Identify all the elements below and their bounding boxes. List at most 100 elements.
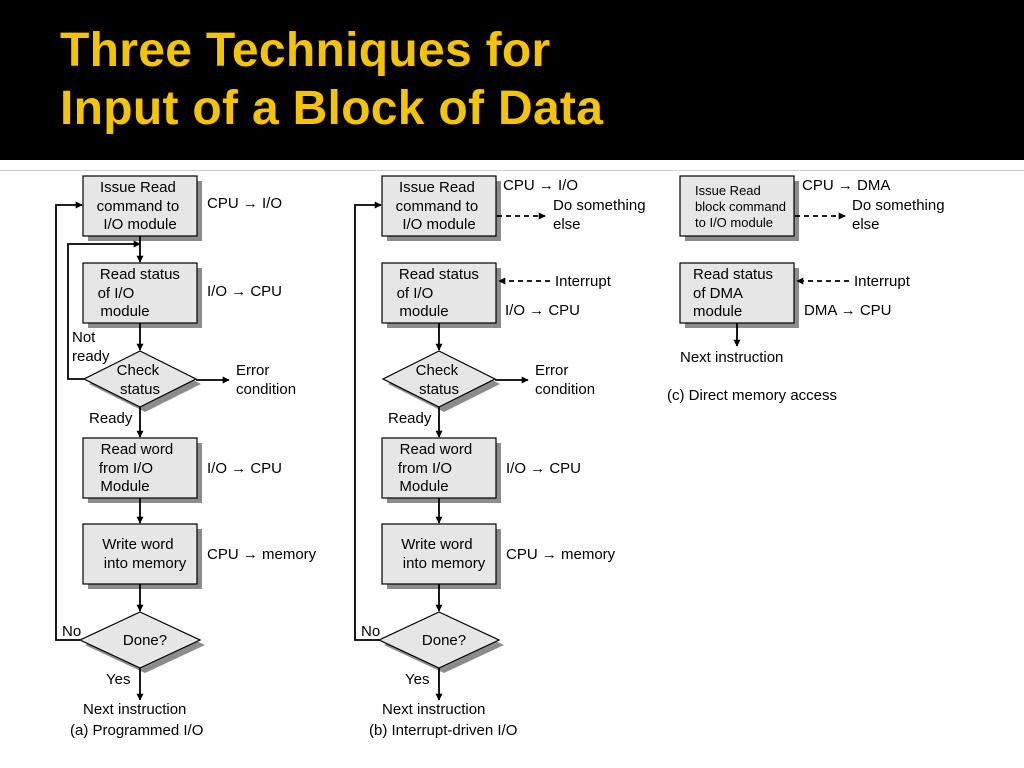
read-status-line: of DMA bbox=[693, 285, 743, 302]
write-word-box bbox=[82, 523, 198, 585]
check-status-diamond bbox=[381, 350, 497, 408]
read-word-text: Read word from I/O Module bbox=[99, 441, 178, 495]
cpu-to-dma-label: CPU → DMA bbox=[802, 177, 890, 194]
caption-direct-memory-access: (c) Direct memory access bbox=[667, 387, 837, 404]
issue-read-line: I/O module bbox=[103, 216, 176, 233]
read-word-line: Read word bbox=[400, 441, 473, 458]
not-ready-loop-arrow bbox=[67, 240, 141, 380]
write-word-line: into memory bbox=[104, 555, 187, 572]
cpu-to-io-label: CPU → I/O bbox=[207, 195, 282, 212]
read-status-line: Read status bbox=[693, 266, 773, 283]
cpu-to-memory-label: CPU → memory bbox=[506, 546, 616, 563]
no-label: No bbox=[62, 623, 81, 640]
do-else-line: Do something bbox=[553, 197, 646, 214]
done-text: Done? bbox=[422, 632, 466, 649]
interrupt-label: Interrupt bbox=[854, 273, 911, 290]
ready-label: Ready bbox=[89, 410, 133, 427]
check-status-text: Check status bbox=[416, 362, 463, 398]
flowchart-direct-memory-access: Issue Read block command to I/O module C… bbox=[667, 175, 949, 404]
slide-header: Three Techniques for Input of a Block of… bbox=[0, 0, 1024, 160]
read-status-line: module bbox=[100, 303, 149, 320]
caption-programmed-io: (a) Programmed I/O bbox=[70, 722, 203, 739]
read-status-dma-text: Read status of DMA module bbox=[693, 266, 777, 320]
read-word-line: Read word bbox=[101, 441, 174, 458]
issue-read-text: Issue Read command to I/O module bbox=[97, 179, 184, 233]
do-else-line: Do something bbox=[852, 197, 945, 214]
no-loop-arrow bbox=[354, 201, 382, 641]
read-status-box bbox=[82, 262, 198, 324]
write-word-line: into memory bbox=[403, 555, 486, 572]
issue-read-box bbox=[381, 175, 497, 237]
next-instruction-label: Next instruction bbox=[83, 701, 186, 718]
not-ready-label: Not ready bbox=[72, 329, 110, 365]
check-status-line: status bbox=[120, 381, 160, 398]
do-something-else-label: Do something else bbox=[852, 197, 949, 233]
error-condition-label: Error condition bbox=[236, 362, 296, 398]
flowchart-interrupt-driven-io: Issue Read command to I/O module CPU → I… bbox=[354, 175, 650, 739]
io-to-cpu-label: I/O → CPU bbox=[207, 283, 282, 300]
issue-read-line: Issue Read bbox=[100, 179, 176, 196]
check-status-line: Check bbox=[416, 362, 459, 379]
do-else-line: else bbox=[852, 216, 880, 233]
read-status-box bbox=[381, 262, 497, 324]
io-to-cpu-label: I/O → CPU bbox=[505, 302, 580, 319]
read-word-line: Module bbox=[399, 478, 448, 495]
write-word-box bbox=[381, 523, 497, 585]
error-condition-label: Error condition bbox=[535, 362, 595, 398]
read-status-text: Read status of I/O module bbox=[98, 266, 185, 320]
read-status-text: Read status of I/O module bbox=[397, 266, 484, 320]
write-word-text: Write word into memory bbox=[102, 536, 187, 572]
cpu-to-memory-label: CPU → memory bbox=[207, 546, 317, 563]
read-word-line: Module bbox=[100, 478, 149, 495]
check-status-line: status bbox=[419, 381, 459, 398]
issue-read-line: command to bbox=[97, 198, 180, 215]
caption-interrupt-driven-io: (b) Interrupt-driven I/O bbox=[369, 722, 517, 739]
error-line: condition bbox=[236, 381, 296, 398]
next-instruction-label: Next instruction bbox=[382, 701, 485, 718]
io-to-cpu-label: I/O → CPU bbox=[506, 460, 581, 477]
done-text: Done? bbox=[123, 632, 167, 649]
header-divider bbox=[0, 160, 1024, 171]
do-something-else-label: Do something else bbox=[553, 197, 650, 233]
error-line: condition bbox=[535, 381, 595, 398]
io-to-cpu-label: I/O → CPU bbox=[207, 460, 282, 477]
write-word-text: Write word into memory bbox=[401, 536, 486, 572]
cpu-to-io-label: CPU → I/O bbox=[503, 177, 578, 194]
check-status-text: Check status bbox=[117, 362, 164, 398]
error-line: Error bbox=[236, 362, 269, 379]
slide-title: Three Techniques for Input of a Block of… bbox=[60, 24, 604, 135]
write-word-line: Write word bbox=[401, 536, 472, 553]
not-ready-line: Not bbox=[72, 329, 96, 346]
read-status-line: of I/O bbox=[98, 285, 135, 302]
flowchart-programmed-io: Issue Read command to I/O module CPU → I… bbox=[55, 175, 317, 739]
read-status-line: module bbox=[693, 303, 742, 320]
not-ready-line: ready bbox=[72, 348, 110, 365]
read-status-line: module bbox=[399, 303, 448, 320]
read-status-line: Read status bbox=[100, 266, 180, 283]
check-status-line: Check bbox=[117, 362, 160, 379]
no-label: No bbox=[361, 623, 380, 640]
do-else-line: else bbox=[553, 216, 581, 233]
interrupt-label: Interrupt bbox=[555, 273, 612, 290]
issue-read-line: command to bbox=[396, 198, 479, 215]
next-instruction-label: Next instruction bbox=[680, 349, 783, 366]
error-line: Error bbox=[535, 362, 568, 379]
issue-read-block-box bbox=[679, 175, 795, 237]
read-word-line: from I/O bbox=[398, 460, 452, 477]
issue-read-block-line: to I/O module bbox=[695, 215, 773, 230]
issue-read-block-text: Issue Read block command to I/O module bbox=[695, 183, 790, 230]
read-word-text: Read word from I/O Module bbox=[398, 441, 477, 495]
no-loop-arrow bbox=[55, 201, 83, 641]
issue-read-block-line: block command bbox=[695, 199, 786, 214]
issue-read-block-line: Issue Read bbox=[695, 183, 761, 198]
read-word-line: from I/O bbox=[99, 460, 153, 477]
ready-label: Ready bbox=[388, 410, 432, 427]
yes-label: Yes bbox=[106, 671, 130, 688]
read-word-box bbox=[381, 437, 497, 499]
issue-read-line: I/O module bbox=[402, 216, 475, 233]
write-word-line: Write word bbox=[102, 536, 173, 553]
dma-to-cpu-label: DMA → CPU bbox=[804, 302, 892, 319]
yes-label: Yes bbox=[405, 671, 429, 688]
read-status-line: of I/O bbox=[397, 285, 434, 302]
